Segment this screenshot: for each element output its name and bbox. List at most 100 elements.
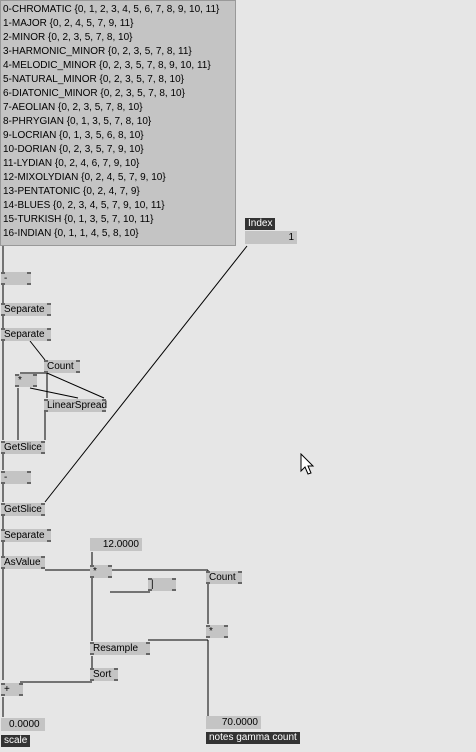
output-pin[interactable] <box>1 694 5 696</box>
input-pin[interactable] <box>41 441 45 443</box>
output-pin[interactable] <box>47 540 51 542</box>
output-pin[interactable] <box>90 653 94 655</box>
multiply-node[interactable]: * <box>15 374 37 387</box>
linearspread-node[interactable]: LinearSpread <box>44 399 107 412</box>
multiply-node[interactable]: * <box>206 625 228 638</box>
input-pin[interactable] <box>90 668 94 670</box>
input-pin[interactable] <box>47 529 51 531</box>
output-pin[interactable] <box>1 283 5 285</box>
scale-item: 1-MAJOR {0, 2, 4, 5, 7, 9, 11} <box>3 18 134 29</box>
minus-node[interactable]: - <box>1 471 31 484</box>
count-node[interactable]: Count <box>206 571 242 584</box>
output-pin[interactable] <box>44 410 48 412</box>
output-pin[interactable] <box>47 314 51 316</box>
sort-node[interactable]: Sort <box>90 668 118 681</box>
input-pin[interactable] <box>19 683 23 685</box>
output-pin[interactable] <box>108 576 112 578</box>
input-pin[interactable] <box>15 374 19 376</box>
output-pin[interactable] <box>172 589 176 591</box>
index-label: Index <box>245 218 276 230</box>
output-pin[interactable] <box>1 514 5 516</box>
asvalue-node[interactable]: AsValue <box>1 556 45 569</box>
output-pin[interactable] <box>238 582 242 584</box>
separate-node[interactable]: Separate <box>1 328 51 341</box>
output-pin[interactable] <box>90 679 94 681</box>
input-pin[interactable] <box>41 556 45 558</box>
scale-item: 0-CHROMATIC {0, 1, 2, 3, 4, 5, 6, 7, 8, … <box>3 4 220 15</box>
input-pin[interactable] <box>1 303 5 305</box>
input-pin[interactable] <box>90 642 94 644</box>
input-pin[interactable] <box>172 578 176 580</box>
bar-node[interactable]: | <box>148 578 176 591</box>
input-pin[interactable] <box>1 529 5 531</box>
input-pin[interactable] <box>1 441 5 443</box>
input-pin[interactable] <box>27 471 31 473</box>
input-pin[interactable] <box>44 399 48 401</box>
count-node[interactable]: Count <box>44 360 80 373</box>
output-pin[interactable] <box>76 371 80 373</box>
output-pin[interactable] <box>114 679 118 681</box>
input-pin[interactable] <box>114 668 118 670</box>
notes-gamma-count-iobox[interactable]: 70.0000 <box>206 716 261 729</box>
output-pin[interactable] <box>206 582 210 584</box>
output-pin[interactable] <box>1 339 5 341</box>
getslice-node[interactable]: GetSlice <box>1 503 45 516</box>
input-pin[interactable] <box>1 503 5 505</box>
input-pin[interactable] <box>1 272 5 274</box>
scale-item: 9-LOCRIAN {0, 1, 3, 5, 6, 8, 10} <box>3 130 144 141</box>
input-pin[interactable] <box>33 374 37 376</box>
output-pin[interactable] <box>27 283 31 285</box>
multiply-node[interactable]: * <box>90 565 112 578</box>
input-pin[interactable] <box>27 272 31 274</box>
input-pin[interactable] <box>206 571 210 573</box>
output-pin[interactable] <box>1 482 5 484</box>
input-pin[interactable] <box>47 328 51 330</box>
plus-node[interactable]: + <box>1 683 23 696</box>
input-pin[interactable] <box>44 360 48 362</box>
getslice-node[interactable]: GetSlice <box>1 441 45 454</box>
output-pin[interactable] <box>19 694 23 696</box>
input-pin[interactable] <box>41 503 45 505</box>
separate-node[interactable]: Separate <box>1 529 51 542</box>
input-pin[interactable] <box>102 399 106 401</box>
input-pin[interactable] <box>238 571 242 573</box>
value-iobox[interactable]: 12.0000 <box>90 538 142 551</box>
input-pin[interactable] <box>148 578 152 580</box>
input-pin[interactable] <box>108 565 112 567</box>
output-pin[interactable] <box>90 576 94 578</box>
input-pin[interactable] <box>1 556 5 558</box>
notes-gamma-count-label: notes gamma count <box>206 732 300 744</box>
input-pin[interactable] <box>146 642 150 644</box>
input-pin[interactable] <box>224 625 228 627</box>
output-pin[interactable] <box>27 482 31 484</box>
minus-node[interactable]: - <box>1 272 31 285</box>
output-pin[interactable] <box>41 514 45 516</box>
output-pin[interactable] <box>41 452 45 454</box>
output-pin[interactable] <box>224 636 228 638</box>
output-pin[interactable] <box>146 653 150 655</box>
input-pin[interactable] <box>1 683 5 685</box>
output-pin[interactable] <box>41 567 45 569</box>
separate-node[interactable]: Separate <box>1 303 51 316</box>
index-iobox[interactable]: 1 <box>245 231 297 244</box>
output-pin[interactable] <box>206 636 210 638</box>
output-pin[interactable] <box>1 314 5 316</box>
output-pin[interactable] <box>148 589 152 591</box>
input-pin[interactable] <box>1 471 5 473</box>
input-pin[interactable] <box>206 625 210 627</box>
output-pin[interactable] <box>47 339 51 341</box>
output-pin[interactable] <box>15 385 19 387</box>
resample-node[interactable]: Resample <box>90 642 150 655</box>
scale-iobox[interactable]: 0.0000 <box>1 718 45 731</box>
scale-list-iobox[interactable]: 0-CHROMATIC {0, 1, 2, 3, 4, 5, 6, 7, 8, … <box>0 0 236 246</box>
output-pin[interactable] <box>1 540 5 542</box>
input-pin[interactable] <box>1 328 5 330</box>
output-pin[interactable] <box>1 452 5 454</box>
input-pin[interactable] <box>47 303 51 305</box>
output-pin[interactable] <box>33 385 37 387</box>
output-pin[interactable] <box>1 567 5 569</box>
output-pin[interactable] <box>44 371 48 373</box>
output-pin[interactable] <box>102 410 106 412</box>
input-pin[interactable] <box>76 360 80 362</box>
input-pin[interactable] <box>90 565 94 567</box>
